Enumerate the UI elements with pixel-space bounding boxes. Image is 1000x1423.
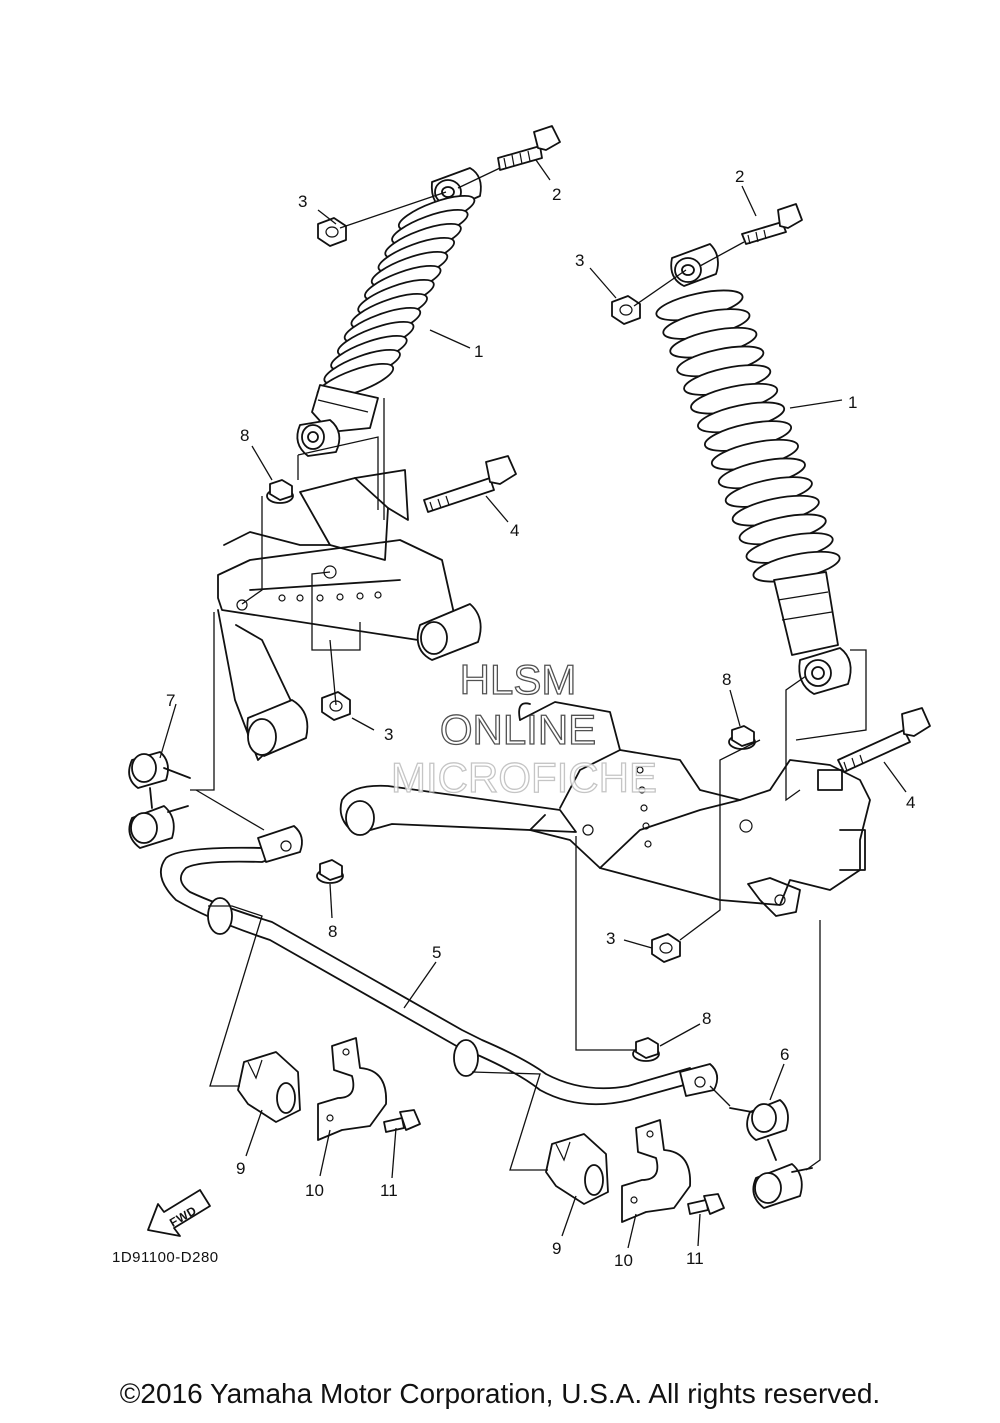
upper-bolt-left[interactable] xyxy=(497,125,561,171)
upper-bolt-right[interactable] xyxy=(741,203,803,245)
callout-3-mid-left: 3 xyxy=(384,725,393,744)
small-bolt-right[interactable] xyxy=(687,1193,725,1215)
bushing-right[interactable] xyxy=(545,1133,609,1205)
nut-mid-left[interactable] xyxy=(321,691,351,721)
fwd-arrow-icon: FWD xyxy=(147,1189,211,1237)
callout-6: 6 xyxy=(780,1045,789,1064)
nut-lower-right[interactable] xyxy=(651,933,681,963)
callout-7: 7 xyxy=(166,691,175,710)
callout-2-left: 2 xyxy=(552,185,561,204)
watermark-line-2: ONLINE xyxy=(440,706,596,753)
link-rod-left[interactable] xyxy=(128,751,191,849)
flange-nut-mid-right[interactable] xyxy=(728,725,756,750)
holder-left[interactable] xyxy=(317,1037,387,1141)
callout-4-left: 4 xyxy=(510,521,519,540)
right-shock-absorber[interactable] xyxy=(654,243,852,695)
watermark: HLSM ONLINE MICROFICHE xyxy=(390,655,657,801)
callout-leaders xyxy=(159,159,907,1249)
nut-top-right[interactable] xyxy=(611,295,641,325)
left-lower-arm xyxy=(217,469,482,761)
right-lower-arm xyxy=(339,701,871,917)
watermark-line-1: HLSM xyxy=(460,656,577,703)
left-shock-absorber[interactable] xyxy=(296,167,482,457)
callout-8-lower-right: 8 xyxy=(702,1009,711,1028)
callout-3-top-right: 3 xyxy=(575,251,584,270)
flange-nut-lower-right[interactable] xyxy=(632,1037,660,1062)
callout-2-right: 2 xyxy=(735,167,744,186)
holder-right[interactable] xyxy=(621,1119,691,1223)
copyright-notice: ©2016 Yamaha Motor Corporation, U.S.A. A… xyxy=(119,1378,881,1409)
long-bolt-left[interactable] xyxy=(423,455,517,513)
callout-numbers: 1 1 2 2 3 3 3 3 4 4 5 6 7 8 8 8 8 9 9 10… xyxy=(166,167,915,1270)
callout-3-lower-right: 3 xyxy=(606,929,615,948)
flange-nut-upper-left[interactable] xyxy=(266,479,294,504)
diagram-code: 1D91100-D280 xyxy=(112,1249,219,1266)
callout-10-right: 10 xyxy=(614,1251,633,1270)
watermark-line-3: MICROFICHE xyxy=(391,754,657,801)
callout-5: 5 xyxy=(432,943,441,962)
callout-11-left: 11 xyxy=(380,1181,398,1200)
callout-8-mid-right: 8 xyxy=(722,670,731,689)
bushing-left[interactable] xyxy=(237,1051,301,1123)
stabilizer-bar[interactable] xyxy=(159,825,719,1106)
callout-1-left: 1 xyxy=(474,342,483,361)
callout-8-upper-left: 8 xyxy=(240,426,249,445)
callout-8-stabilizer: 8 xyxy=(328,922,337,941)
callout-1-right: 1 xyxy=(848,393,857,412)
callout-10-left: 10 xyxy=(305,1181,324,1200)
long-bolt-right[interactable] xyxy=(837,707,931,773)
callout-4-right: 4 xyxy=(906,793,915,812)
callout-3-top-left: 3 xyxy=(298,192,307,211)
callout-11-right: 11 xyxy=(686,1249,704,1268)
alignment-lines xyxy=(190,167,867,1171)
small-bolt-left[interactable] xyxy=(383,1109,421,1133)
nut-top-left[interactable] xyxy=(317,217,347,247)
link-rod-right[interactable] xyxy=(729,1099,813,1209)
callout-9-right: 9 xyxy=(552,1239,561,1258)
flange-nut-stabilizer[interactable] xyxy=(316,859,344,884)
callout-9-left: 9 xyxy=(236,1159,245,1178)
